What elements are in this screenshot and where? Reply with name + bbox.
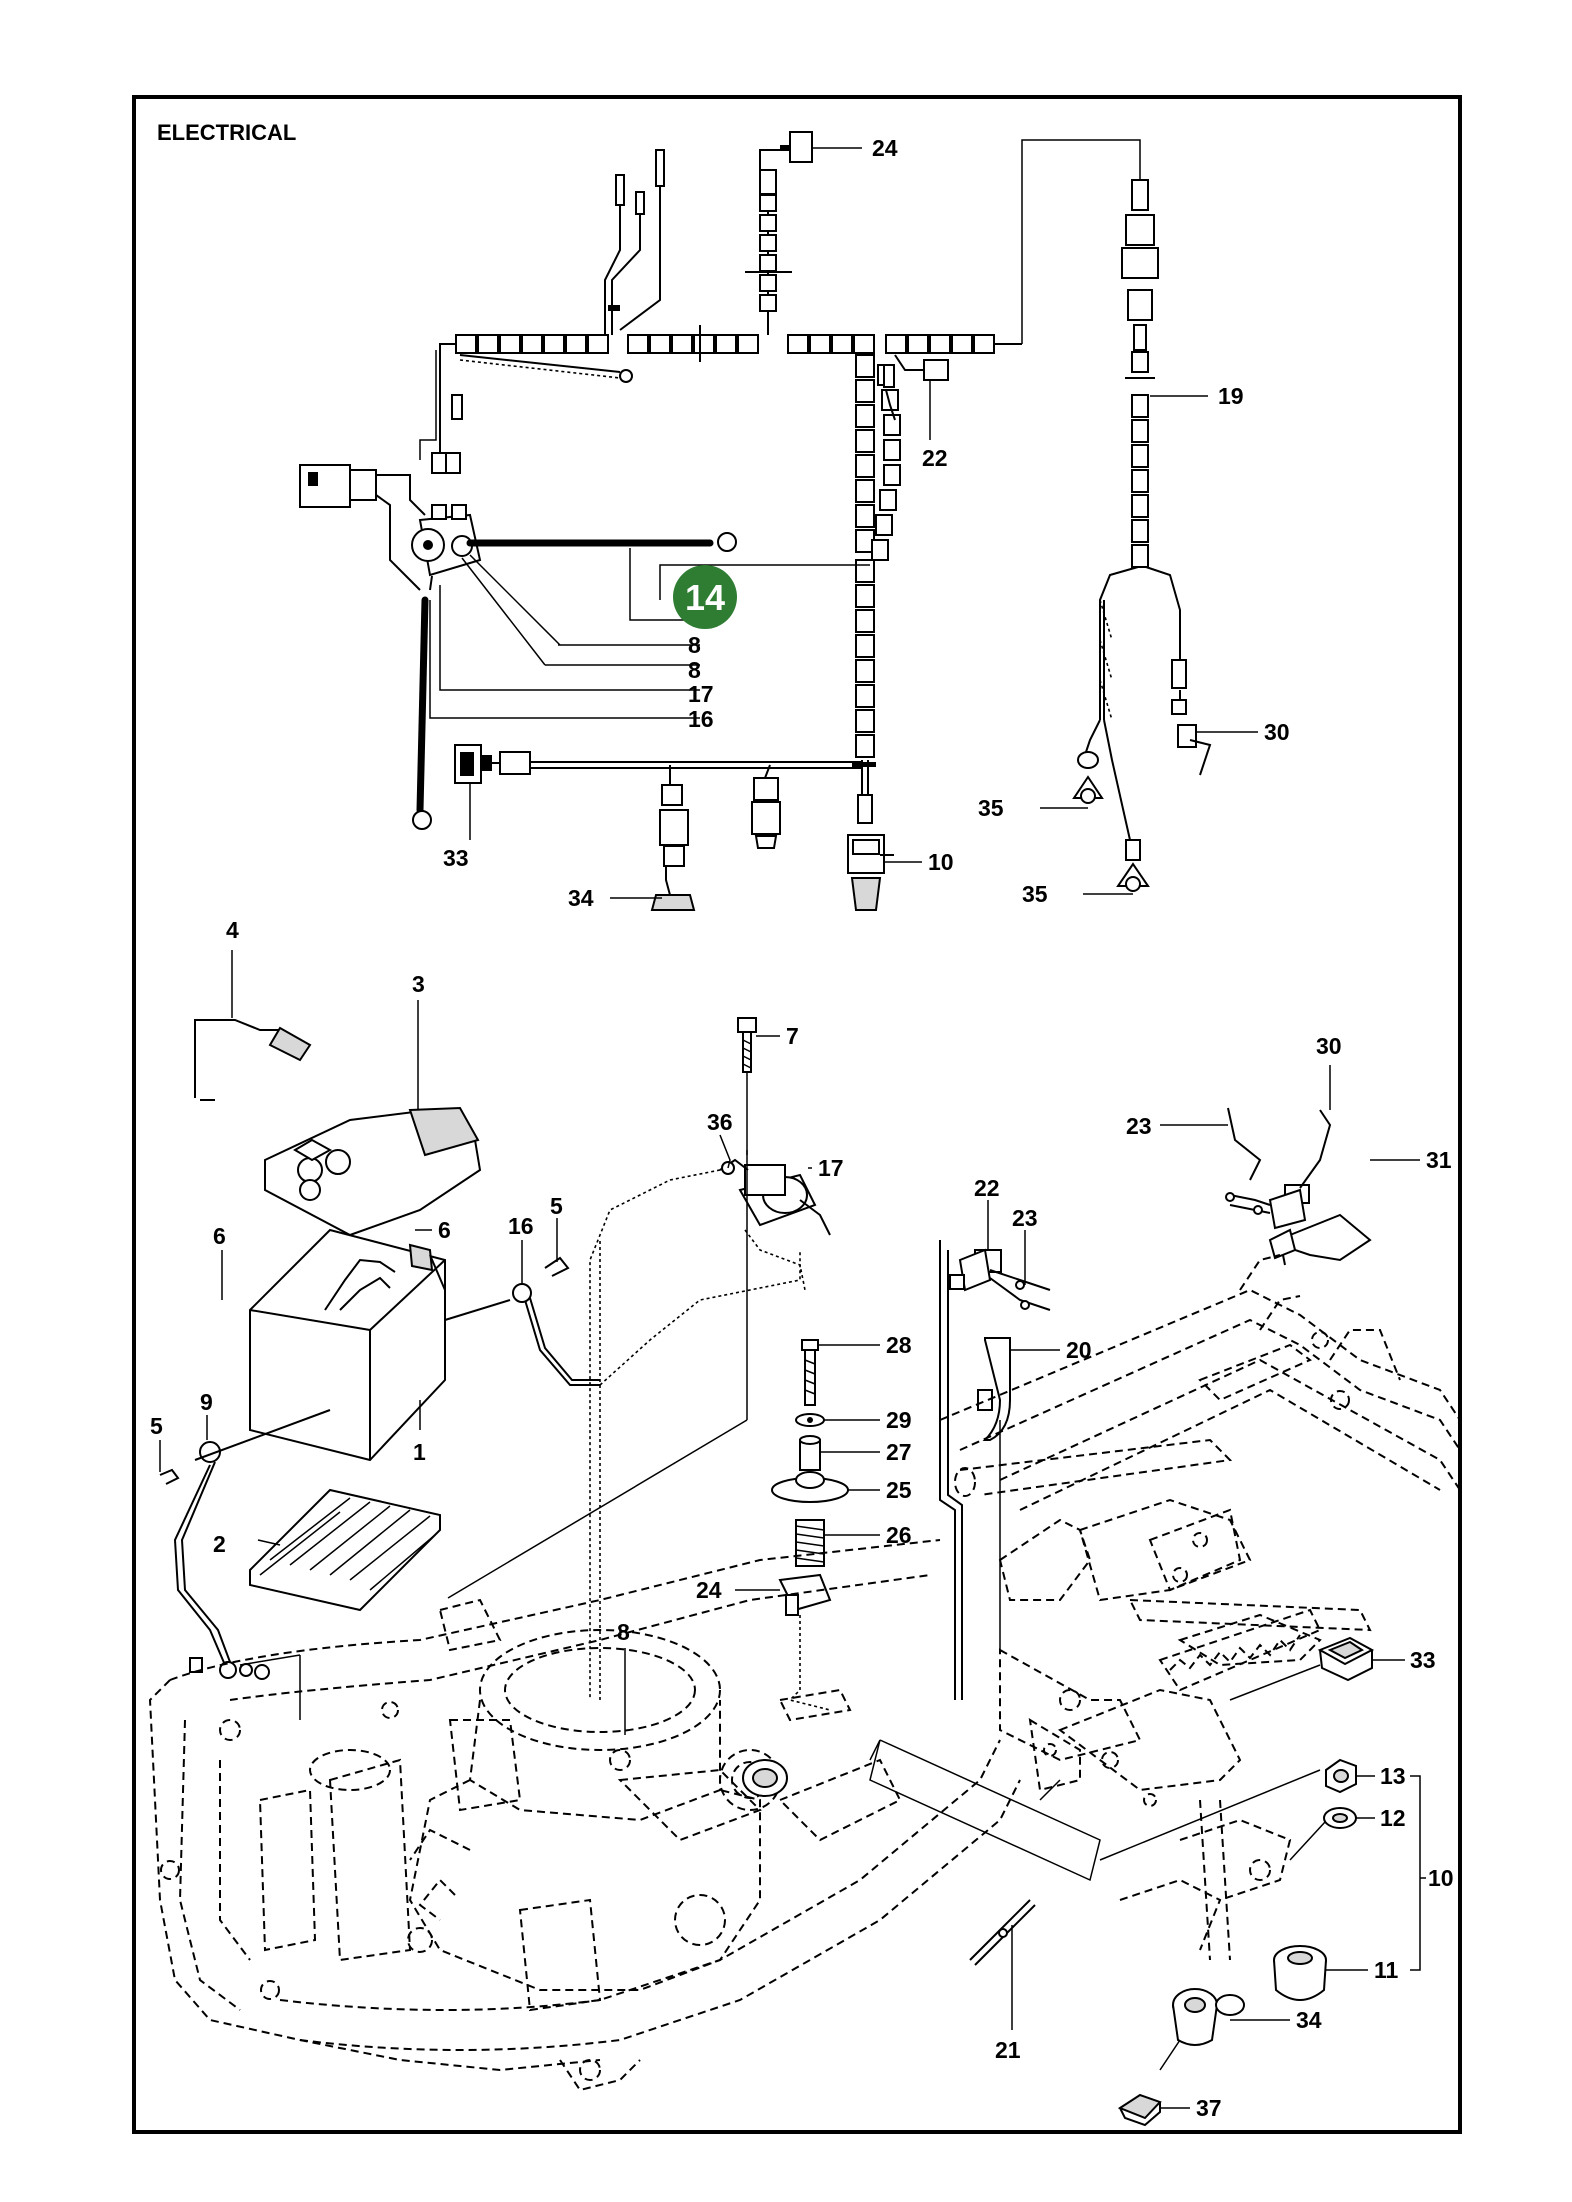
callout-8[interactable]: 8 [617, 1619, 630, 1645]
chassis-outline [148, 1254, 1461, 2092]
callout-30[interactable]: 30 [1316, 1033, 1342, 1059]
callout-31[interactable]: 31 [1426, 1147, 1452, 1173]
callout-8[interactable]: 8 [688, 657, 701, 683]
highlight-badge-label: 14 [685, 577, 725, 618]
seat-switch-group [1225, 1107, 1372, 1266]
callout-6[interactable]: 6 [213, 1223, 226, 1249]
callout-3[interactable]: 3 [412, 971, 425, 997]
callout-6[interactable]: 6 [438, 1217, 451, 1243]
callout-7[interactable]: 7 [786, 1023, 799, 1049]
page-title: ELECTRICAL [157, 120, 296, 145]
callout-28[interactable]: 28 [886, 1332, 912, 1358]
callout-2[interactable]: 2 [213, 1531, 226, 1557]
callout-16[interactable]: 16 [688, 706, 714, 732]
callout-24[interactable]: 24 [872, 135, 898, 161]
callout-30[interactable]: 30 [1264, 719, 1290, 745]
callout-9[interactable]: 9 [200, 1389, 213, 1415]
callout-34[interactable]: 34 [568, 885, 594, 911]
callout-16[interactable]: 16 [508, 1213, 534, 1239]
callout-17[interactable]: 17 [818, 1155, 844, 1181]
leader-lines [159, 147, 1426, 2109]
callout-34[interactable]: 34 [1296, 2007, 1322, 2033]
callout-5[interactable]: 5 [150, 1413, 163, 1439]
callout-13[interactable]: 13 [1380, 1763, 1406, 1789]
highlighted-part-14[interactable]: 14 [673, 565, 737, 629]
callout-19[interactable]: 19 [1218, 383, 1244, 409]
callout-1[interactable]: 1 [413, 1439, 426, 1465]
battery-group [159, 1019, 600, 1680]
callout-5[interactable]: 5 [550, 1193, 563, 1219]
callout-8[interactable]: 8 [688, 632, 701, 658]
callout-35[interactable]: 35 [978, 795, 1004, 821]
callout-labels: 24 19 22 8 8 17 16 30 35 35 10 33 34 4 3… [150, 135, 1454, 2121]
callout-10[interactable]: 10 [1428, 1865, 1454, 1891]
callout-36[interactable]: 36 [707, 1109, 733, 1135]
callout-10[interactable]: 10 [928, 849, 954, 875]
callout-22[interactable]: 22 [974, 1175, 1000, 1201]
callout-33[interactable]: 33 [443, 845, 469, 871]
callout-27[interactable]: 27 [886, 1439, 912, 1465]
callout-23[interactable]: 23 [1126, 1113, 1152, 1139]
callout-20[interactable]: 20 [1066, 1337, 1092, 1363]
callout-35[interactable]: 35 [1022, 881, 1048, 907]
callout-12[interactable]: 12 [1380, 1805, 1406, 1831]
callout-37[interactable]: 37 [1196, 2095, 1222, 2121]
callout-25[interactable]: 25 [886, 1477, 912, 1503]
callout-17[interactable]: 17 [688, 681, 714, 707]
highlight-badge[interactable] [673, 565, 737, 629]
callout-29[interactable]: 29 [886, 1407, 912, 1433]
callout-11[interactable]: 11 [1374, 1957, 1399, 1983]
callout-4[interactable]: 4 [226, 917, 239, 943]
right-small-parts [969, 1636, 1375, 2127]
callout-22[interactable]: 22 [922, 445, 948, 471]
callout-33[interactable]: 33 [1410, 1647, 1436, 1673]
callout-24[interactable]: 24 [696, 1577, 722, 1603]
main-harness-beads [455, 334, 995, 354]
diagram-frame [132, 95, 1462, 2134]
callout-23[interactable]: 23 [1012, 1205, 1038, 1231]
callout-21[interactable]: 21 [995, 2037, 1021, 2063]
callout-26[interactable]: 26 [886, 1522, 912, 1548]
center-parts [447, 1017, 1051, 1722]
wiring-harness-assembly [299, 131, 1212, 911]
